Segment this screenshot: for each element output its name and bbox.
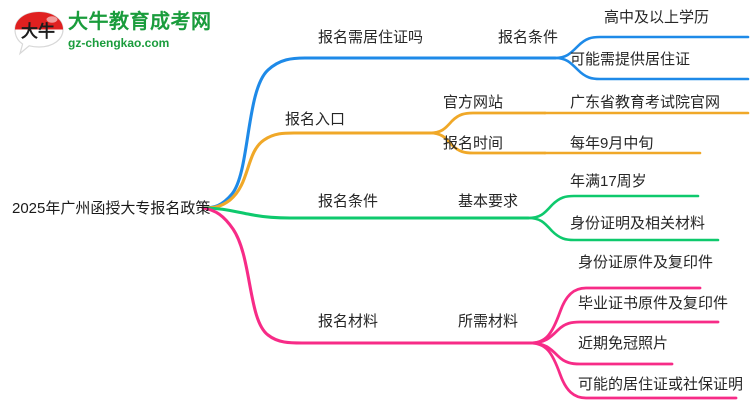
- node-green-lv3-2[interactable]: 身份证明及相关材料: [570, 215, 706, 232]
- site-logo[interactable]: 大牛 大牛教育成考网 gz-chengkao.com: [12, 8, 242, 58]
- node-blue-lv1[interactable]: 报名需居住证吗: [318, 29, 424, 46]
- logo-text-block: 大牛教育成考网 gz-chengkao.com: [68, 10, 248, 56]
- node-pink-lv3-3[interactable]: 近期免冠照片: [578, 335, 669, 352]
- node-blue-lv3-1[interactable]: 高中及以上学历: [604, 9, 710, 26]
- node-pink-lv3-2[interactable]: 毕业证书原件及复印件: [578, 295, 729, 312]
- node-pink-lv2[interactable]: 所需材料: [458, 313, 519, 330]
- node-orange-lv3-1[interactable]: 广东省教育考试院官网: [570, 94, 721, 111]
- node-blue-lv2[interactable]: 报名条件: [498, 29, 559, 46]
- svg-text:大牛: 大牛: [21, 21, 55, 42]
- node-pink-lv3-4[interactable]: 可能的居住证或社保证明: [578, 376, 744, 393]
- logo-company-name: 大牛教育成考网: [68, 11, 212, 33]
- node-orange-lv2-2[interactable]: 报名时间: [443, 135, 504, 152]
- node-pink-lv1[interactable]: 报名材料: [318, 313, 379, 330]
- logo-domain: gz-chengkao.com: [68, 36, 170, 50]
- wire-blue-root: [201, 56, 439, 210]
- node-green-lv3-1[interactable]: 年满17周岁: [570, 173, 647, 190]
- node-pink-lv3-1[interactable]: 身份证原件及复印件: [578, 254, 714, 271]
- mindmap-root-node[interactable]: 2025年广州函授大专报名政策: [12, 200, 211, 217]
- node-blue-lv3-2[interactable]: 可能需提供居住证: [570, 51, 691, 68]
- node-orange-lv2-1[interactable]: 官方网站: [443, 94, 504, 111]
- logo-mark-icon: 大牛: [12, 10, 66, 56]
- node-green-lv2[interactable]: 基本要求: [458, 193, 519, 210]
- node-orange-lv1[interactable]: 报名入口: [285, 111, 346, 128]
- wire-orange-lv2a: [428, 111, 547, 135]
- node-orange-lv3-2[interactable]: 每年9月中旬: [570, 135, 654, 152]
- node-green-lv1[interactable]: 报名条件: [318, 193, 379, 210]
